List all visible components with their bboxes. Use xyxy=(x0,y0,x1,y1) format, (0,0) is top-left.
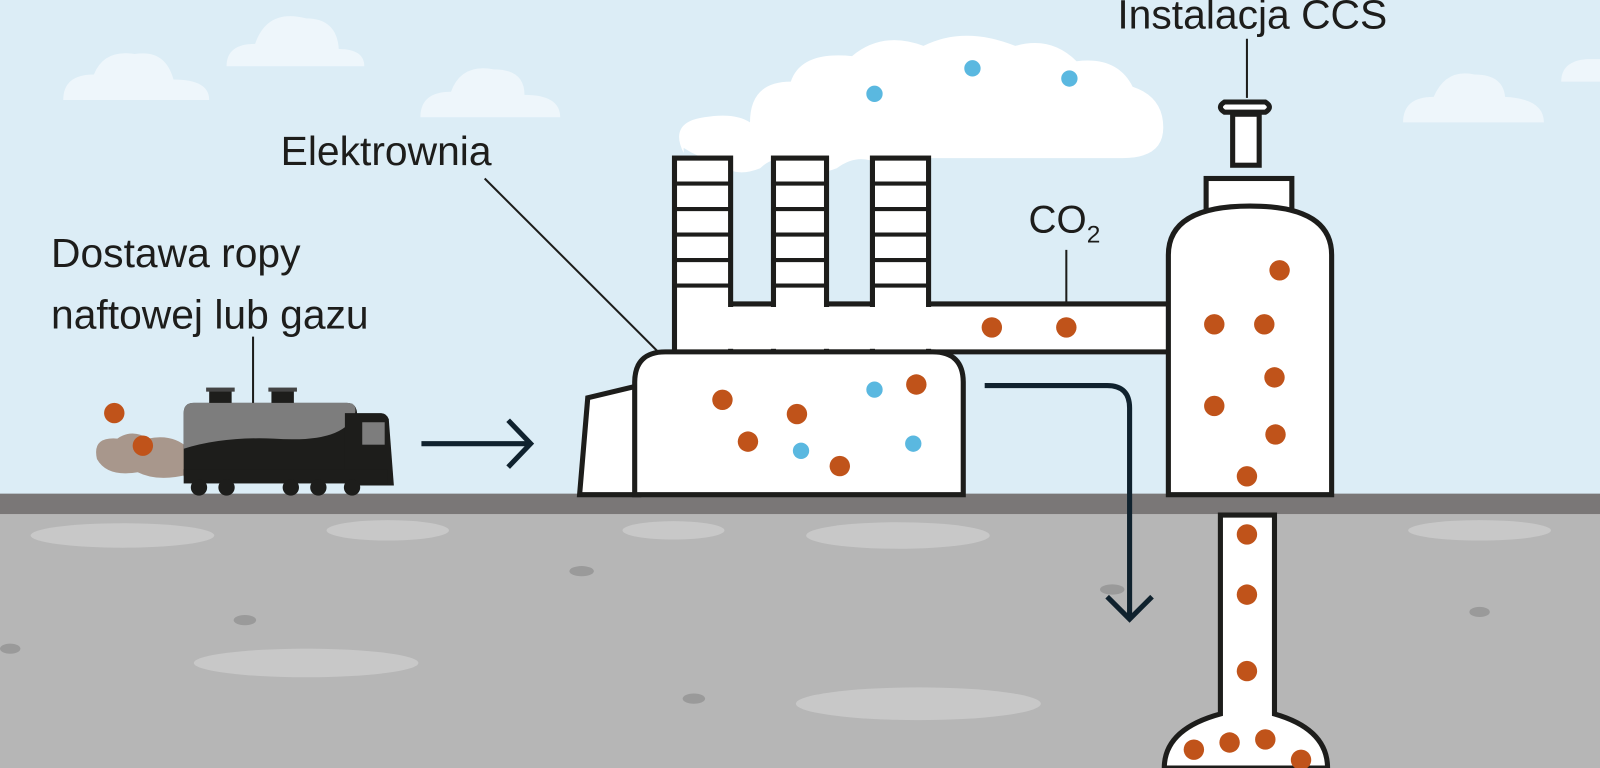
delivery-label-line2: naftowej lub gazu xyxy=(51,291,369,337)
ground-patches xyxy=(30,520,1552,721)
ground xyxy=(0,509,1600,768)
power-plant-leader-line xyxy=(483,177,659,353)
pipe-overlap-cover xyxy=(714,306,1164,349)
co2-injection-arrow-line xyxy=(984,382,1133,618)
co2-injection-arrowhead xyxy=(1105,594,1154,623)
ccs-tank xyxy=(1165,203,1335,498)
plant-annex xyxy=(576,382,642,498)
ccs-valve-top xyxy=(1217,99,1272,115)
ground-stones xyxy=(0,566,1490,704)
flow-arrow-head xyxy=(506,418,535,469)
storage-shaft xyxy=(1161,512,1331,768)
water-vapour-particles xyxy=(792,60,1078,459)
delivery-label-line1: Dostawa ropy xyxy=(51,230,301,276)
tanker-truck xyxy=(96,387,394,496)
ccs-label: Instalacja CCS xyxy=(1117,0,1387,38)
co2-particles xyxy=(104,260,1312,768)
steam-cloud xyxy=(679,35,1164,173)
ground-surface xyxy=(0,493,1600,515)
power-plant-label: Elektrownia xyxy=(281,128,492,174)
co2-label: CO2 xyxy=(1029,199,1101,249)
background-clouds xyxy=(63,16,1600,123)
